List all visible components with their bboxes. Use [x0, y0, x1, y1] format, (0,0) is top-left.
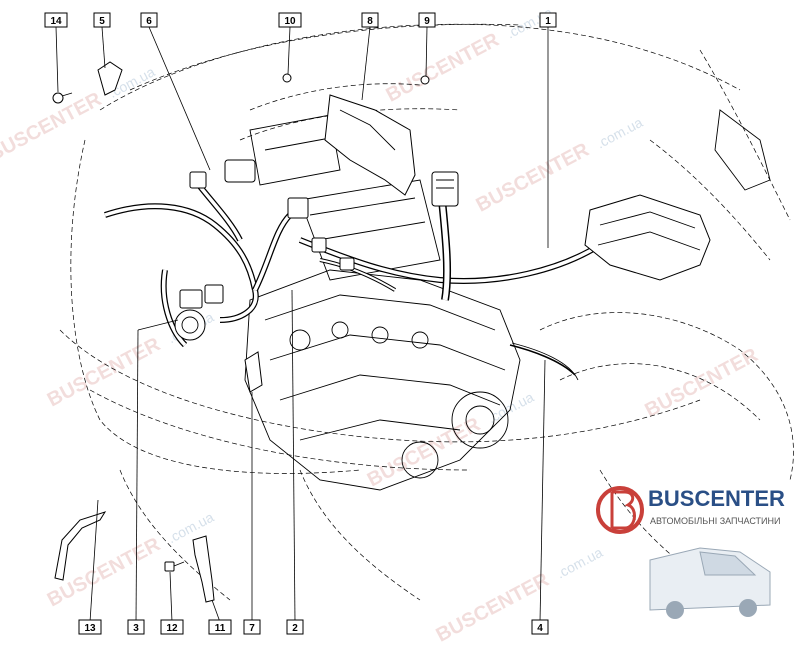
part-13-strap [54, 511, 107, 581]
svg-text:12: 12 [166, 623, 178, 634]
van-icon [649, 547, 771, 619]
svg-text:7: 7 [249, 623, 255, 634]
svg-text:6: 6 [146, 16, 152, 27]
svg-text:3: 3 [133, 623, 139, 634]
callout-7: 7 [243, 619, 261, 635]
part-8-bracket [324, 94, 416, 196]
logo-tagline: АВТОМОБІЛЬНІ ЗАПЧАСТИНИ [650, 516, 780, 526]
watermark-domain: .com.ua [554, 544, 606, 582]
svg-text:2: 2 [292, 623, 298, 634]
callout-10: 10 [278, 12, 302, 28]
watermark-domain: .com.ua [165, 509, 217, 547]
part-7-bracket [244, 351, 263, 393]
part-9-nut [420, 75, 430, 85]
engine-assembly [244, 114, 521, 491]
svg-text:5: 5 [99, 16, 105, 27]
callout-12: 12 [160, 619, 184, 635]
watermark-layer: BUSCENTER .com.ua BUSCENTER .com.ua BUSC… [0, 4, 762, 647]
part-10-nut [282, 73, 292, 83]
callout-9: 9 [418, 12, 436, 28]
watermark-text: BUSCENTER [433, 569, 554, 647]
svg-text:14: 14 [50, 16, 62, 27]
watermark-text: BUSCENTER [473, 139, 594, 217]
components [52, 61, 711, 603]
callout-13: 13 [78, 619, 102, 635]
callout-1: 1 [539, 12, 557, 28]
svg-text:11: 11 [215, 623, 226, 634]
callout-3: 3 [127, 619, 145, 635]
connector-6 [224, 159, 256, 183]
callout-4: 4 [531, 619, 549, 635]
svg-text:9: 9 [424, 16, 430, 27]
callout-5: 5 [93, 12, 111, 28]
watermark-domain: .com.ua [594, 114, 646, 152]
watermark-text: BUSCENTER [641, 344, 762, 422]
svg-text:4: 4 [537, 623, 543, 634]
svg-text:13: 13 [84, 623, 96, 634]
part-1-duct [584, 194, 711, 281]
logo-name: BUSCENTER [648, 486, 785, 511]
part-5-clip [97, 61, 123, 96]
callout-layer: 14 5 6 10 8 9 1 13 [44, 12, 557, 635]
watermark-text: BUSCENTER [364, 413, 485, 491]
callout-2: 2 [286, 619, 304, 635]
connector-large [431, 171, 459, 207]
watermark-text: BUSCENTER [44, 333, 165, 411]
callout-11: 11 [208, 619, 232, 635]
connector-3-round [174, 309, 206, 341]
watermark-text: BUSCENTER [383, 29, 504, 107]
callout-14: 14 [44, 12, 68, 28]
part-4-wire [511, 342, 579, 381]
callout-8: 8 [361, 12, 379, 28]
wiring-harness [104, 178, 602, 376]
leader-lines [55, 26, 549, 623]
part-14-bolt [52, 92, 73, 104]
logo-emblem-icon [596, 486, 644, 534]
vehicle-body-outline [59, 23, 794, 601]
svg-text:8: 8 [367, 16, 373, 27]
callout-6: 6 [140, 12, 158, 28]
part-11-bracket [192, 535, 215, 603]
svg-text:10: 10 [284, 16, 296, 27]
part-12-bolt [164, 561, 185, 572]
svg-text:1: 1 [545, 16, 551, 27]
buscenter-logo: BUSCENTER АВТОМОБІЛЬНІ ЗАПЧАСТИНИ [596, 486, 785, 619]
